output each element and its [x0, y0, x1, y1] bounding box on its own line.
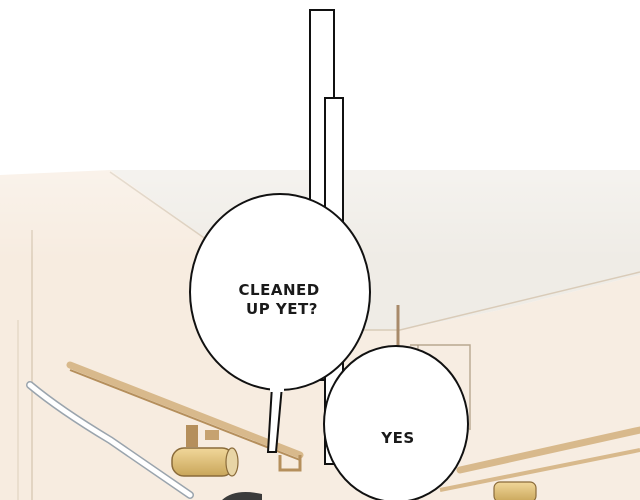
spotlight-lamp — [205, 430, 219, 440]
speech-bubble-outline — [323, 345, 469, 500]
spotlight-lamp — [171, 425, 239, 477]
track-lighting — [26, 361, 640, 500]
speech-bubble: YES — [323, 345, 469, 500]
speech-text-line: UP YET? — [246, 300, 318, 318]
svg-text:YES: YES — [380, 429, 414, 447]
speech-text-line: YES — [380, 429, 414, 447]
speech-text-line: CLEANED — [239, 281, 320, 299]
svg-text:CLEANED UP YET?: CLEANED UP YET? — [239, 281, 326, 318]
speech-bubble: CLEANED UP YET? — [189, 193, 371, 453]
spotlight-lamp — [493, 481, 537, 500]
